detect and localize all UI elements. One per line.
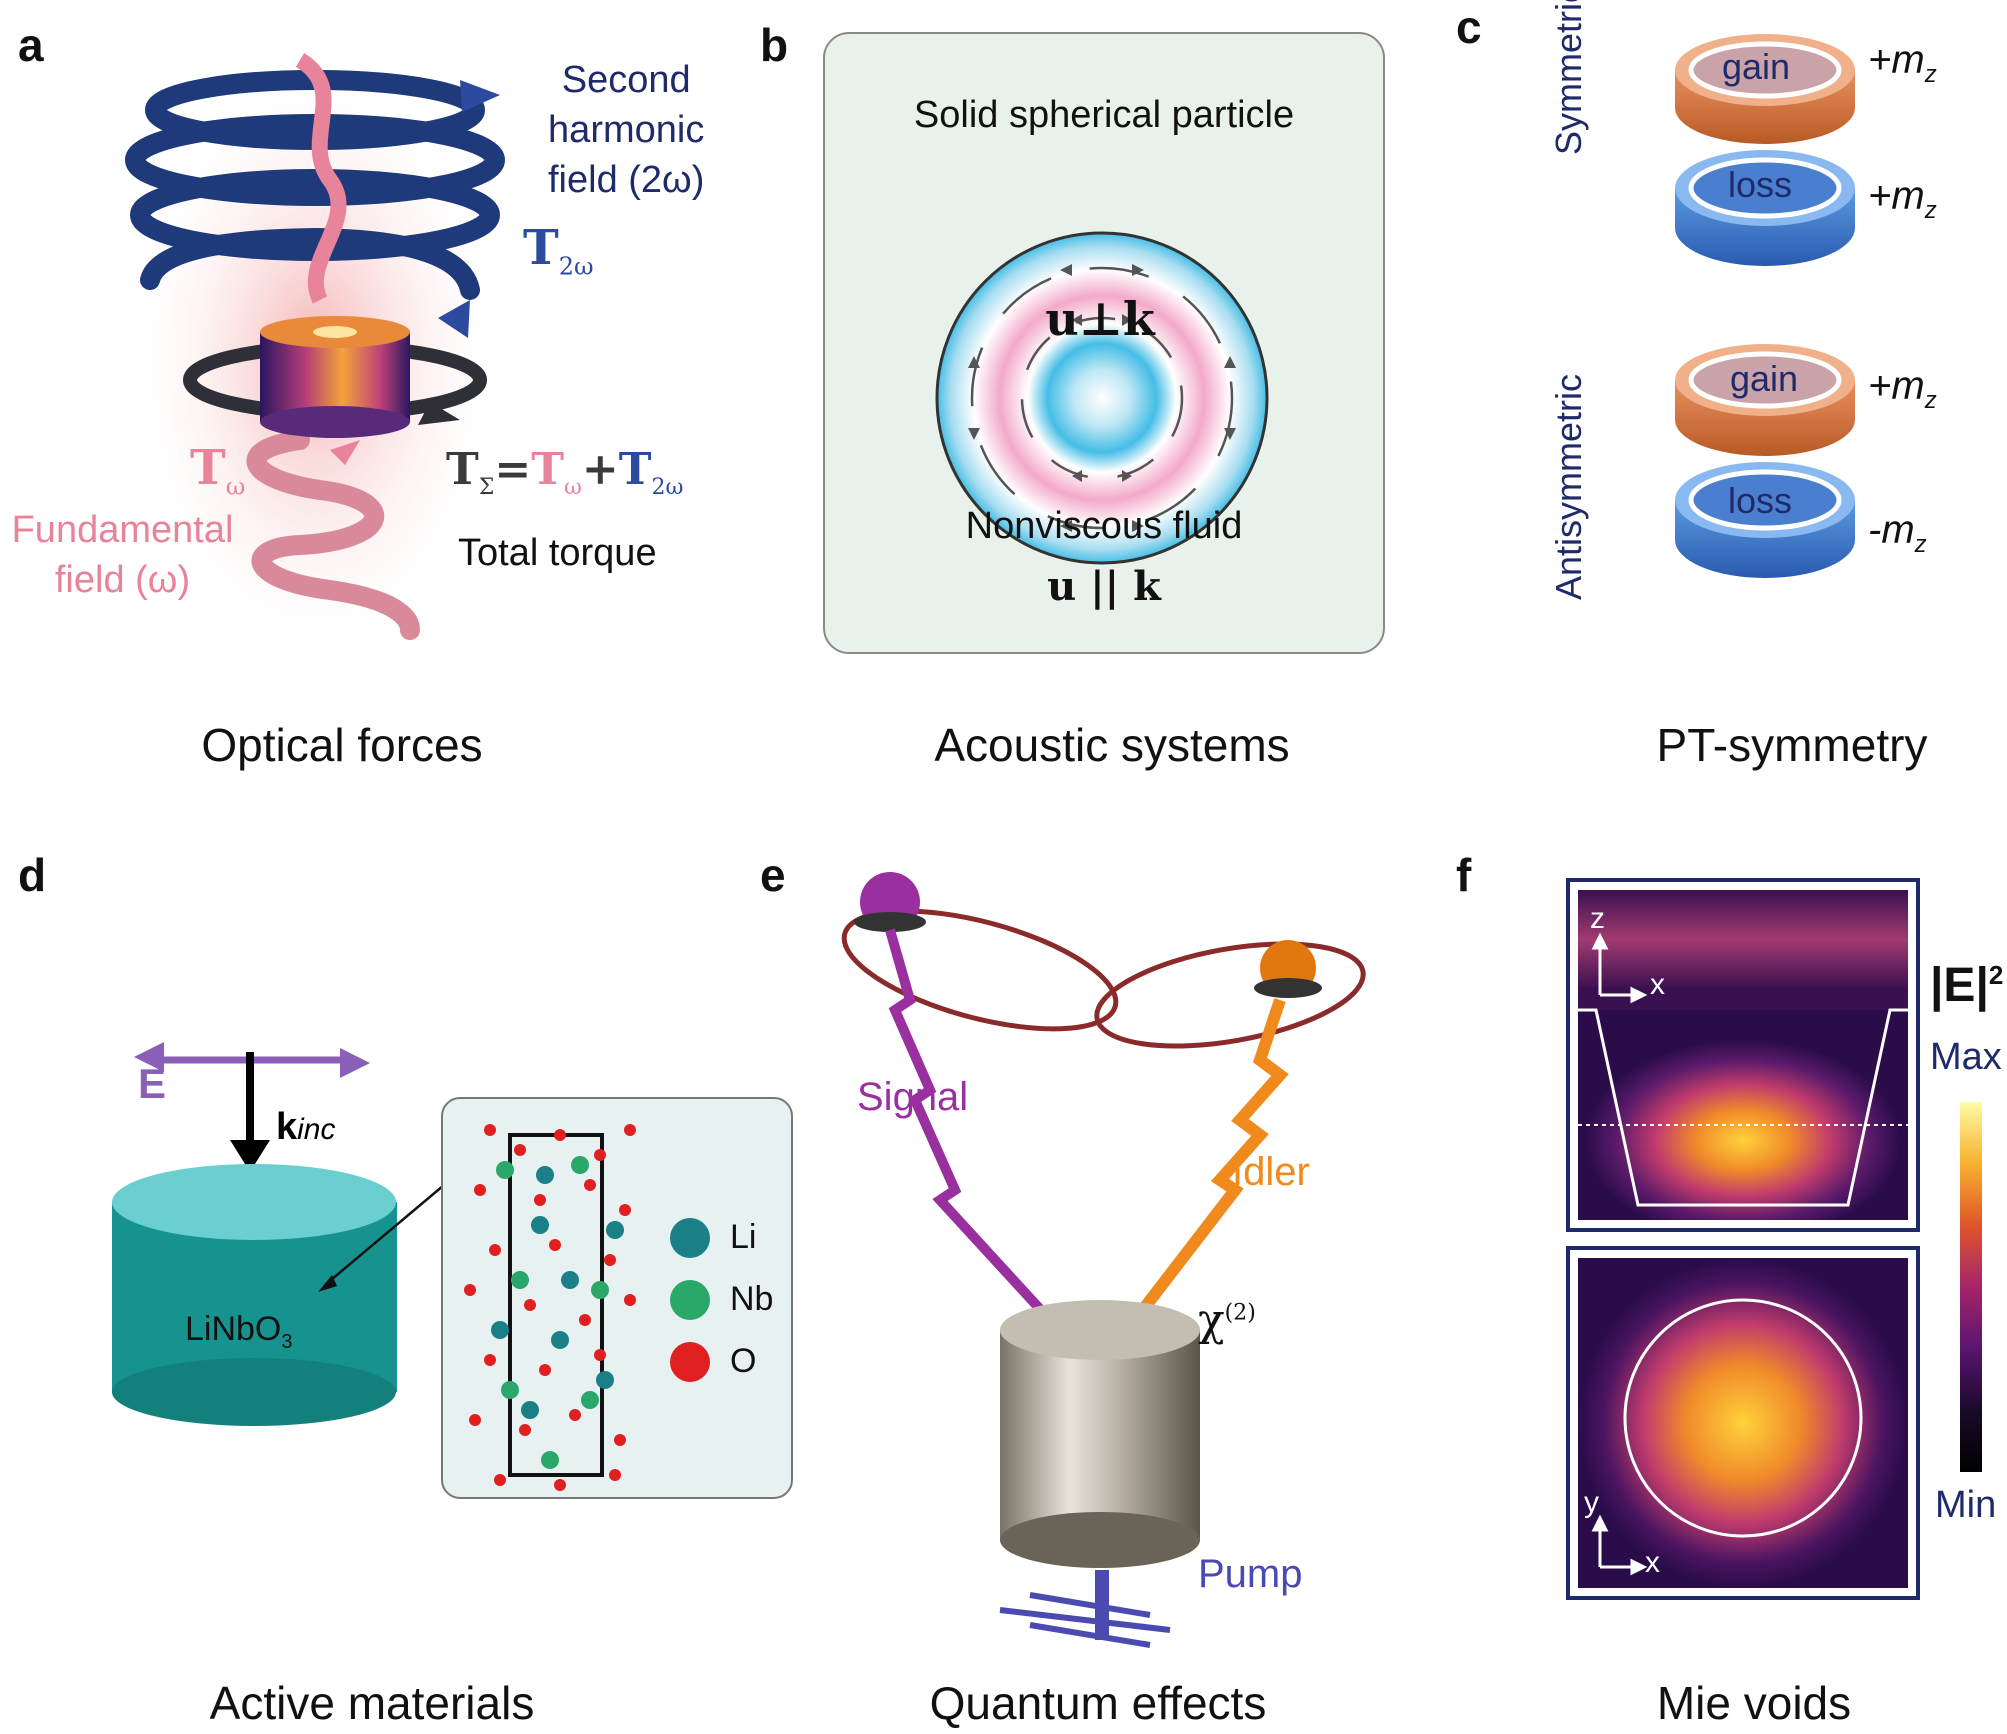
caption-a: Optical forces: [201, 719, 483, 771]
anti-gain-label: gain: [1730, 358, 1799, 399]
void-outline-trapezoid: [1578, 1008, 1908, 1207]
axes-glyphs-bottom: [1591, 1514, 1648, 1576]
pointer-arrow: [318, 1179, 451, 1292]
anti-loss-label: loss: [1728, 480, 1793, 521]
caption-c: PT-symmetry: [1656, 719, 1928, 771]
fluid-relation: u || k: [1047, 563, 1161, 610]
antisymmetric-label: Antisymmetric: [1548, 373, 1589, 600]
anti-loss-moment: -mz: [1868, 508, 1927, 558]
second-harmonic-label: Second harmonic field (2ω): [548, 59, 705, 201]
panel-f-letter: f: [1456, 849, 1472, 901]
mie-void-bottom-map: [1566, 1246, 1920, 1600]
spiral-arrowhead-top: [460, 80, 500, 112]
total-torque-label: Total torque: [458, 532, 657, 574]
nb-legend-ball: [670, 1280, 710, 1320]
pump-label: Pump: [1198, 1552, 1303, 1596]
panel-b-letter: b: [760, 19, 789, 71]
axis-z-label: z: [1590, 902, 1605, 935]
transverse-label: u⊥k: [1045, 292, 1155, 346]
gain-disk-antisymmetric: [1675, 344, 1855, 456]
sym-gain-label: gain: [1722, 46, 1791, 87]
void-outline-circle: [1623, 1298, 1863, 1538]
signal-loop: [841, 908, 1119, 1032]
axis-x-top-label: x: [1650, 968, 1665, 1001]
panel-a-letter: a: [18, 19, 44, 71]
fluid-label: Nonviscous fluid: [965, 505, 1243, 547]
material-label: LiNbO3: [185, 1310, 293, 1353]
crystal-box: [441, 1097, 793, 1499]
caption-d: Active materials: [209, 1677, 535, 1729]
signal-beam: [885, 928, 1054, 1324]
loss-disk-symmetric: [1675, 150, 1855, 266]
gain-disk-symmetric: [1675, 34, 1855, 144]
quantum-effects-diagram: [841, 872, 1366, 1648]
legend-nb: Nb: [730, 1280, 774, 1318]
chi2-crystal: [1000, 1300, 1200, 1568]
signal-label: Signal: [857, 1075, 969, 1119]
anti-gain-moment: +mz: [1868, 364, 1937, 414]
spiral-arrowhead-right: [438, 300, 470, 338]
sym-loss-moment: +mz: [1868, 174, 1937, 224]
particle-cylinder: [260, 316, 410, 438]
idler-label: Idler: [1232, 1150, 1310, 1194]
linbo3-cylinder: [112, 1164, 397, 1426]
colorbar-min: Min: [1935, 1484, 1997, 1526]
loss-disk-antisymmetric: [1675, 462, 1855, 578]
panel-c-letter: c: [1456, 1, 1482, 53]
optical-forces-illustration: [125, 50, 505, 670]
symmetric-label: Symmetric: [1548, 0, 1589, 155]
pump-pulse: [999, 1592, 1171, 1648]
acoustic-title: Solid spherical particle: [913, 94, 1295, 136]
torque-2w-label: T2ω: [523, 220, 594, 281]
displacement-arrows: [970, 266, 1234, 530]
caption-e: Quantum effects: [929, 1677, 1267, 1729]
idler-loop: [1094, 941, 1366, 1049]
crystal-structure: [464, 1124, 636, 1491]
legend-li: Li: [730, 1218, 757, 1256]
fundamental-spiral: [246, 430, 420, 640]
axes-glyphs: [1591, 932, 1648, 1004]
colorbar-title: |E|2: [1930, 959, 2004, 1012]
idler-beam: [1130, 998, 1289, 1324]
chi2-label: χ(2): [1198, 1295, 1256, 1346]
panel-d-letter: d: [18, 849, 47, 901]
pt-disks: [1675, 34, 1855, 578]
mie-void-top-map: [1566, 878, 1920, 1232]
e-label: E: [138, 1060, 167, 1107]
caption-b: Acoustic systems: [934, 719, 1290, 771]
fundamental-arrowhead: [330, 440, 360, 465]
colorbar: [1960, 1102, 1982, 1472]
sym-loss-label: loss: [1728, 164, 1793, 205]
caption-f: Mie voids: [1656, 1677, 1852, 1729]
sym-gain-moment: +mz: [1868, 38, 1937, 88]
k-inc-arrow: [230, 1052, 270, 1172]
axis-x-bottom-label: x: [1645, 1546, 1660, 1579]
panel-e-letter: e: [760, 849, 786, 901]
fundamental-field-label: Fundamental field (ω): [11, 509, 234, 601]
torque-arrowhead: [418, 402, 460, 425]
k-inc-label: kinc: [276, 1106, 336, 1148]
sphere: [935, 231, 1269, 565]
torque-w-label: Tω: [190, 440, 246, 501]
li-legend-ball: [670, 1218, 710, 1258]
acoustic-particle-diagram: [935, 231, 1269, 565]
o-legend-ball: [670, 1342, 710, 1382]
legend-o: O: [730, 1342, 757, 1380]
active-material-diagram: [112, 1042, 793, 1499]
axis-y-label: y: [1584, 1486, 1599, 1519]
total-torque-equation: TΣ=Tω+T2ω: [446, 444, 684, 500]
colorbar-max: Max: [1930, 1036, 2002, 1078]
fundamental-ribbon: [295, 53, 347, 304]
